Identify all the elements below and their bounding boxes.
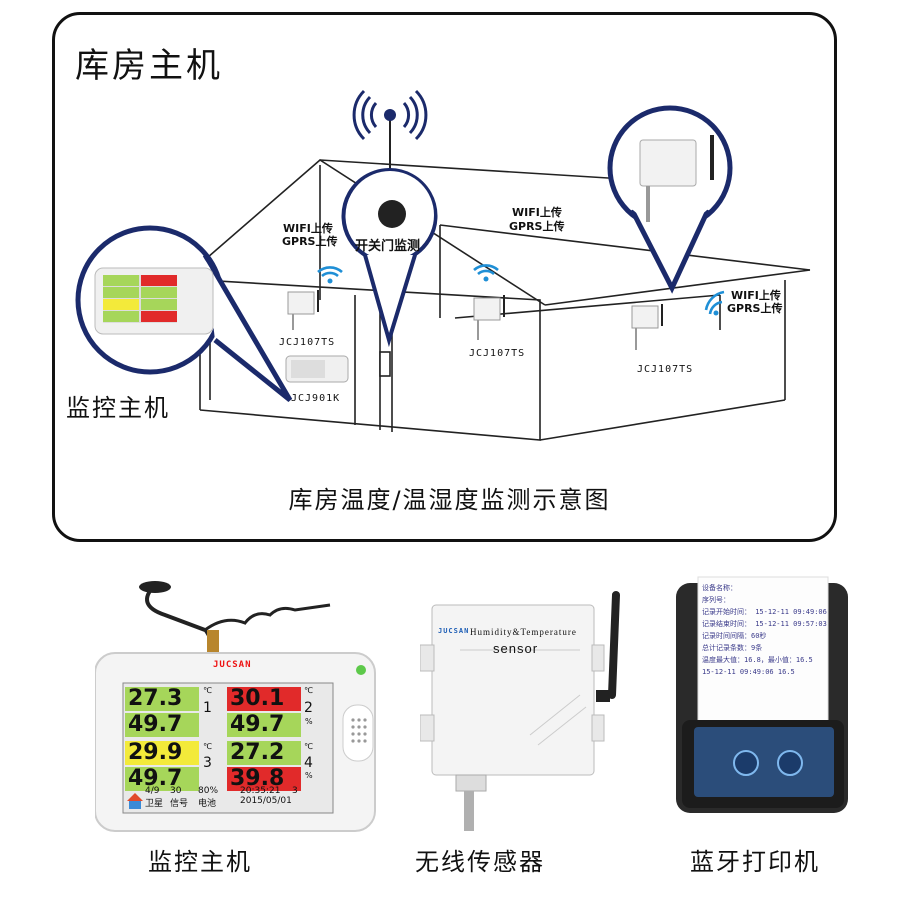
receipt-line: 记录结束时间： 15-12-11 09:57:03 [702, 620, 827, 628]
receipt-line: 记录时间间隔：60秒 [702, 632, 767, 640]
monitor-brand: JUCSAN [213, 660, 252, 670]
unit-temp-2: ℃ [304, 686, 313, 695]
reading-ch4-hum: 39.8 [230, 766, 285, 791]
diagram-caption: 库房温度/温湿度监测示意图 [288, 486, 611, 514]
unit-hum-2: % [305, 717, 313, 726]
status-satellite-label: 卫星 [145, 799, 164, 809]
reading-ch3-hum: 49.7 [128, 766, 183, 791]
door-monitor-callout [341, 168, 438, 348]
product-sensor-label: 无线传感器 [415, 848, 545, 876]
sensor-model-middle: JCJ107TS [469, 348, 526, 359]
status-date: 2015/05/01 [240, 796, 292, 806]
upload-wifi-label-mid: WIFI上传 [512, 206, 562, 219]
upload-gprs-label-right: GPRS上传 [727, 302, 783, 315]
unit-temp-3: ℃ [203, 742, 212, 751]
status-signal: 30 [170, 786, 182, 796]
sensor-unit-right [631, 304, 663, 350]
receipt-line: 15-12-11 09:49:06 16.5 [702, 668, 795, 676]
door-sensor-icon [379, 351, 391, 377]
status-satellite: 4/9 [145, 786, 160, 796]
bluetooth-printer-device [676, 576, 848, 813]
sensor-unit-left [287, 290, 319, 330]
sensor-model-right: JCJ107TS [637, 364, 694, 375]
reading-ch4-temp: 27.2 [230, 740, 285, 765]
receipt-line: 序列号： [702, 596, 730, 604]
warehouse-house-drawing [75, 89, 811, 441]
sensor-callout [607, 105, 733, 294]
upload-wifi-label-left: WIFI上传 [283, 222, 333, 235]
upload-wifi-label-right: WIFI上传 [731, 289, 781, 302]
channel-4: 4 [304, 755, 313, 771]
channel-3: 3 [203, 755, 212, 771]
upload-gprs-label-mid: GPRS上传 [509, 220, 565, 233]
sensor-unit-middle [473, 295, 505, 340]
channel-2: 2 [304, 700, 313, 716]
wifi-icon [317, 264, 725, 315]
power-button-icon [733, 750, 759, 776]
status-battery: 80% [198, 786, 219, 796]
reading-ch1-hum: 49.7 [128, 712, 183, 737]
reading-ch1-temp: 27.3 [128, 686, 183, 711]
receipt-line: 温度最大值：16.8，最小值：16.5 [702, 656, 813, 664]
reading-ch2-temp: 30.1 [230, 686, 285, 711]
sensor-brand: JUCSAN [438, 627, 470, 635]
receipt-line: 设备名称： [702, 584, 737, 592]
status-sim: 3 [292, 786, 298, 796]
sensor-model-left: JCJ107TS [279, 337, 336, 348]
status-time: 20:35:21 [240, 786, 281, 796]
diagram-title: 库房主机 [75, 46, 223, 86]
printer-receipt: 设备名称： 序列号： 记录开始时间： 15-12-11 09:49:06 记录结… [702, 582, 828, 678]
product-host-label: 监控主机 [148, 848, 252, 876]
monitor-callout [75, 225, 293, 402]
status-signal-label: 信号 [170, 799, 189, 809]
reading-ch3-temp: 29.9 [128, 740, 183, 765]
product-printer-label: 蓝牙打印机 [690, 848, 820, 876]
wifi-dot-icon [327, 276, 719, 316]
unit-hum-4: % [305, 771, 313, 780]
host-unit-small [285, 355, 349, 383]
status-battery-label: 电池 [198, 799, 217, 809]
upload-gprs-label-left: GPRS上传 [282, 235, 338, 248]
feed-button-icon [777, 750, 803, 776]
home-icon [127, 793, 143, 809]
sensor-line1: Humidity&Temperature [470, 627, 577, 637]
monitor-label: 监控主机 [66, 394, 170, 422]
receipt-line: 总计记录条数：9条 [702, 644, 763, 652]
receipt-line: 记录开始时间： 15-12-11 09:49:06 [702, 608, 827, 616]
door-monitor-label: 开关门监测 [355, 239, 421, 254]
host-model: JCJ901K [291, 393, 341, 404]
channel-1: 1 [203, 700, 212, 716]
reading-ch2-hum: 49.7 [230, 712, 285, 737]
monitor-host-device [95, 581, 376, 832]
sensor-line2: sensor [493, 641, 539, 656]
unit-temp-1: ℃ [203, 686, 212, 695]
door-sensor-icon [378, 200, 406, 228]
unit-temp-4: ℃ [304, 742, 313, 751]
wireless-sensor-device [420, 591, 620, 831]
